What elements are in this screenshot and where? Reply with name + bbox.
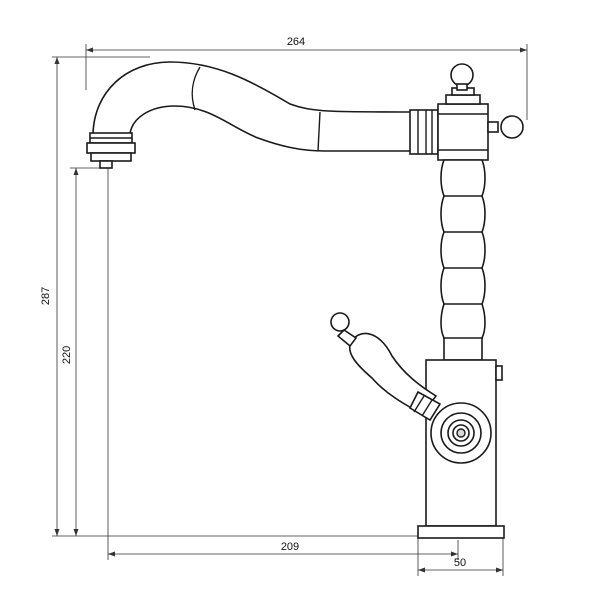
spout-collar [409, 109, 439, 155]
top-finial [450, 63, 474, 87]
spout-reach-label: 209 [281, 541, 299, 553]
spout [92, 61, 413, 152]
top-head [437, 63, 524, 161]
overall-height-label: 287 [40, 287, 52, 305]
overall-width-dimension: 264 [85, 36, 528, 120]
base-plate [417, 525, 505, 539]
faucet-outline [86, 61, 524, 539]
lever-handle [330, 312, 442, 422]
column [440, 159, 486, 361]
base-diameter-dimension: 50 [417, 538, 504, 576]
side-knob [500, 115, 524, 139]
spout-reach-dimension: 209 [107, 168, 459, 560]
overall-width-label: 264 [287, 36, 305, 48]
overall-height-dimension: 287 [40, 56, 430, 537]
base-diameter-label: 50 [454, 557, 466, 569]
valve-hub [430, 402, 492, 464]
aerator [86, 132, 136, 169]
spout-height-dimension: 220 [61, 167, 105, 536]
lever-finial [330, 312, 350, 332]
spout-height-label: 220 [61, 346, 73, 364]
